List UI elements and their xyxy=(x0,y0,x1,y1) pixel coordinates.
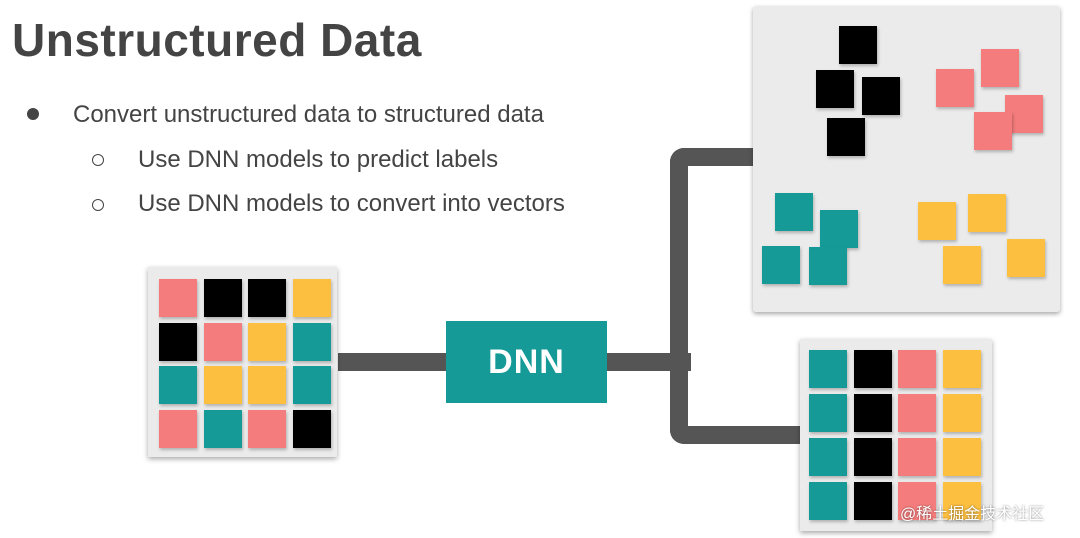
connector-input-to-dnn xyxy=(338,353,448,371)
sub-bullet-predict-labels: Use DNN models to predict labels xyxy=(138,146,499,173)
vector-cell-yellow xyxy=(942,350,981,388)
vector-cell-yellow xyxy=(942,438,981,476)
cluster-cell-yellow xyxy=(943,246,981,284)
cluster-cell-red xyxy=(936,69,974,107)
vector-cell-teal xyxy=(809,482,847,520)
connector-dnn-out xyxy=(605,353,691,371)
connector-split-vertical xyxy=(670,148,688,444)
vector-cell-black xyxy=(853,482,892,520)
cluster-cell-teal xyxy=(775,193,813,231)
vector-cell-teal xyxy=(809,438,847,476)
input-cell-red xyxy=(159,409,197,448)
dnn-model-box: DNN xyxy=(446,321,607,403)
vector-cell-red xyxy=(898,482,936,520)
dnn-label: DNN xyxy=(488,342,565,381)
input-cell-red xyxy=(159,279,197,317)
clustered-labels-panel xyxy=(753,6,1060,312)
connector-to-vectors xyxy=(670,426,802,444)
cluster-cell-teal xyxy=(820,210,858,248)
cluster-cell-red xyxy=(974,112,1012,150)
cluster-cell-yellow xyxy=(918,202,956,240)
input-cell-teal xyxy=(292,366,331,404)
cluster-cell-yellow xyxy=(1007,239,1045,277)
cluster-cell-black xyxy=(839,26,877,64)
input-cell-yellow xyxy=(248,366,286,404)
cluster-cell-teal xyxy=(762,246,800,284)
cluster-cell-black xyxy=(816,70,854,108)
input-data-grid xyxy=(148,267,337,457)
sub-bullet-circle-icon xyxy=(92,199,104,211)
slide-title: Unstructured Data xyxy=(12,14,422,66)
vector-cell-yellow xyxy=(942,394,981,432)
sub-bullet-vectors: Use DNN models to convert into vectors xyxy=(138,190,565,217)
cluster-cell-teal xyxy=(809,247,847,285)
cluster-cell-yellow xyxy=(968,194,1006,232)
input-cell-black xyxy=(203,279,242,317)
input-cell-yellow xyxy=(248,322,286,361)
vector-output-grid xyxy=(800,339,992,531)
vector-cell-red xyxy=(898,394,936,432)
input-cell-yellow xyxy=(292,279,331,317)
bullet-dot-icon xyxy=(27,108,39,120)
cluster-cell-black xyxy=(827,118,865,156)
input-cell-teal xyxy=(292,322,331,361)
vector-cell-red xyxy=(898,350,936,388)
input-cell-teal xyxy=(159,366,197,404)
input-cell-red xyxy=(248,409,286,448)
vector-cell-red xyxy=(898,438,936,476)
input-cell-black xyxy=(292,409,331,448)
cluster-cell-red xyxy=(981,49,1019,87)
bullet-main: Convert unstructured data to structured … xyxy=(73,101,544,128)
input-cell-black xyxy=(248,279,286,317)
input-cell-red xyxy=(203,322,242,361)
watermark: @稀土掘金技术社区 xyxy=(900,506,1045,523)
vector-cell-yellow xyxy=(942,482,981,520)
connector-to-clusters xyxy=(670,148,754,166)
vector-cell-teal xyxy=(809,350,847,388)
vector-cell-black xyxy=(853,394,892,432)
sub-bullet-circle-icon xyxy=(92,154,104,166)
input-cell-yellow xyxy=(203,366,242,404)
cluster-cell-black xyxy=(862,77,900,115)
vector-cell-black xyxy=(853,438,892,476)
input-cell-black xyxy=(159,322,197,361)
vector-cell-black xyxy=(853,350,892,388)
vector-cell-teal xyxy=(809,394,847,432)
input-cell-teal xyxy=(203,409,242,448)
